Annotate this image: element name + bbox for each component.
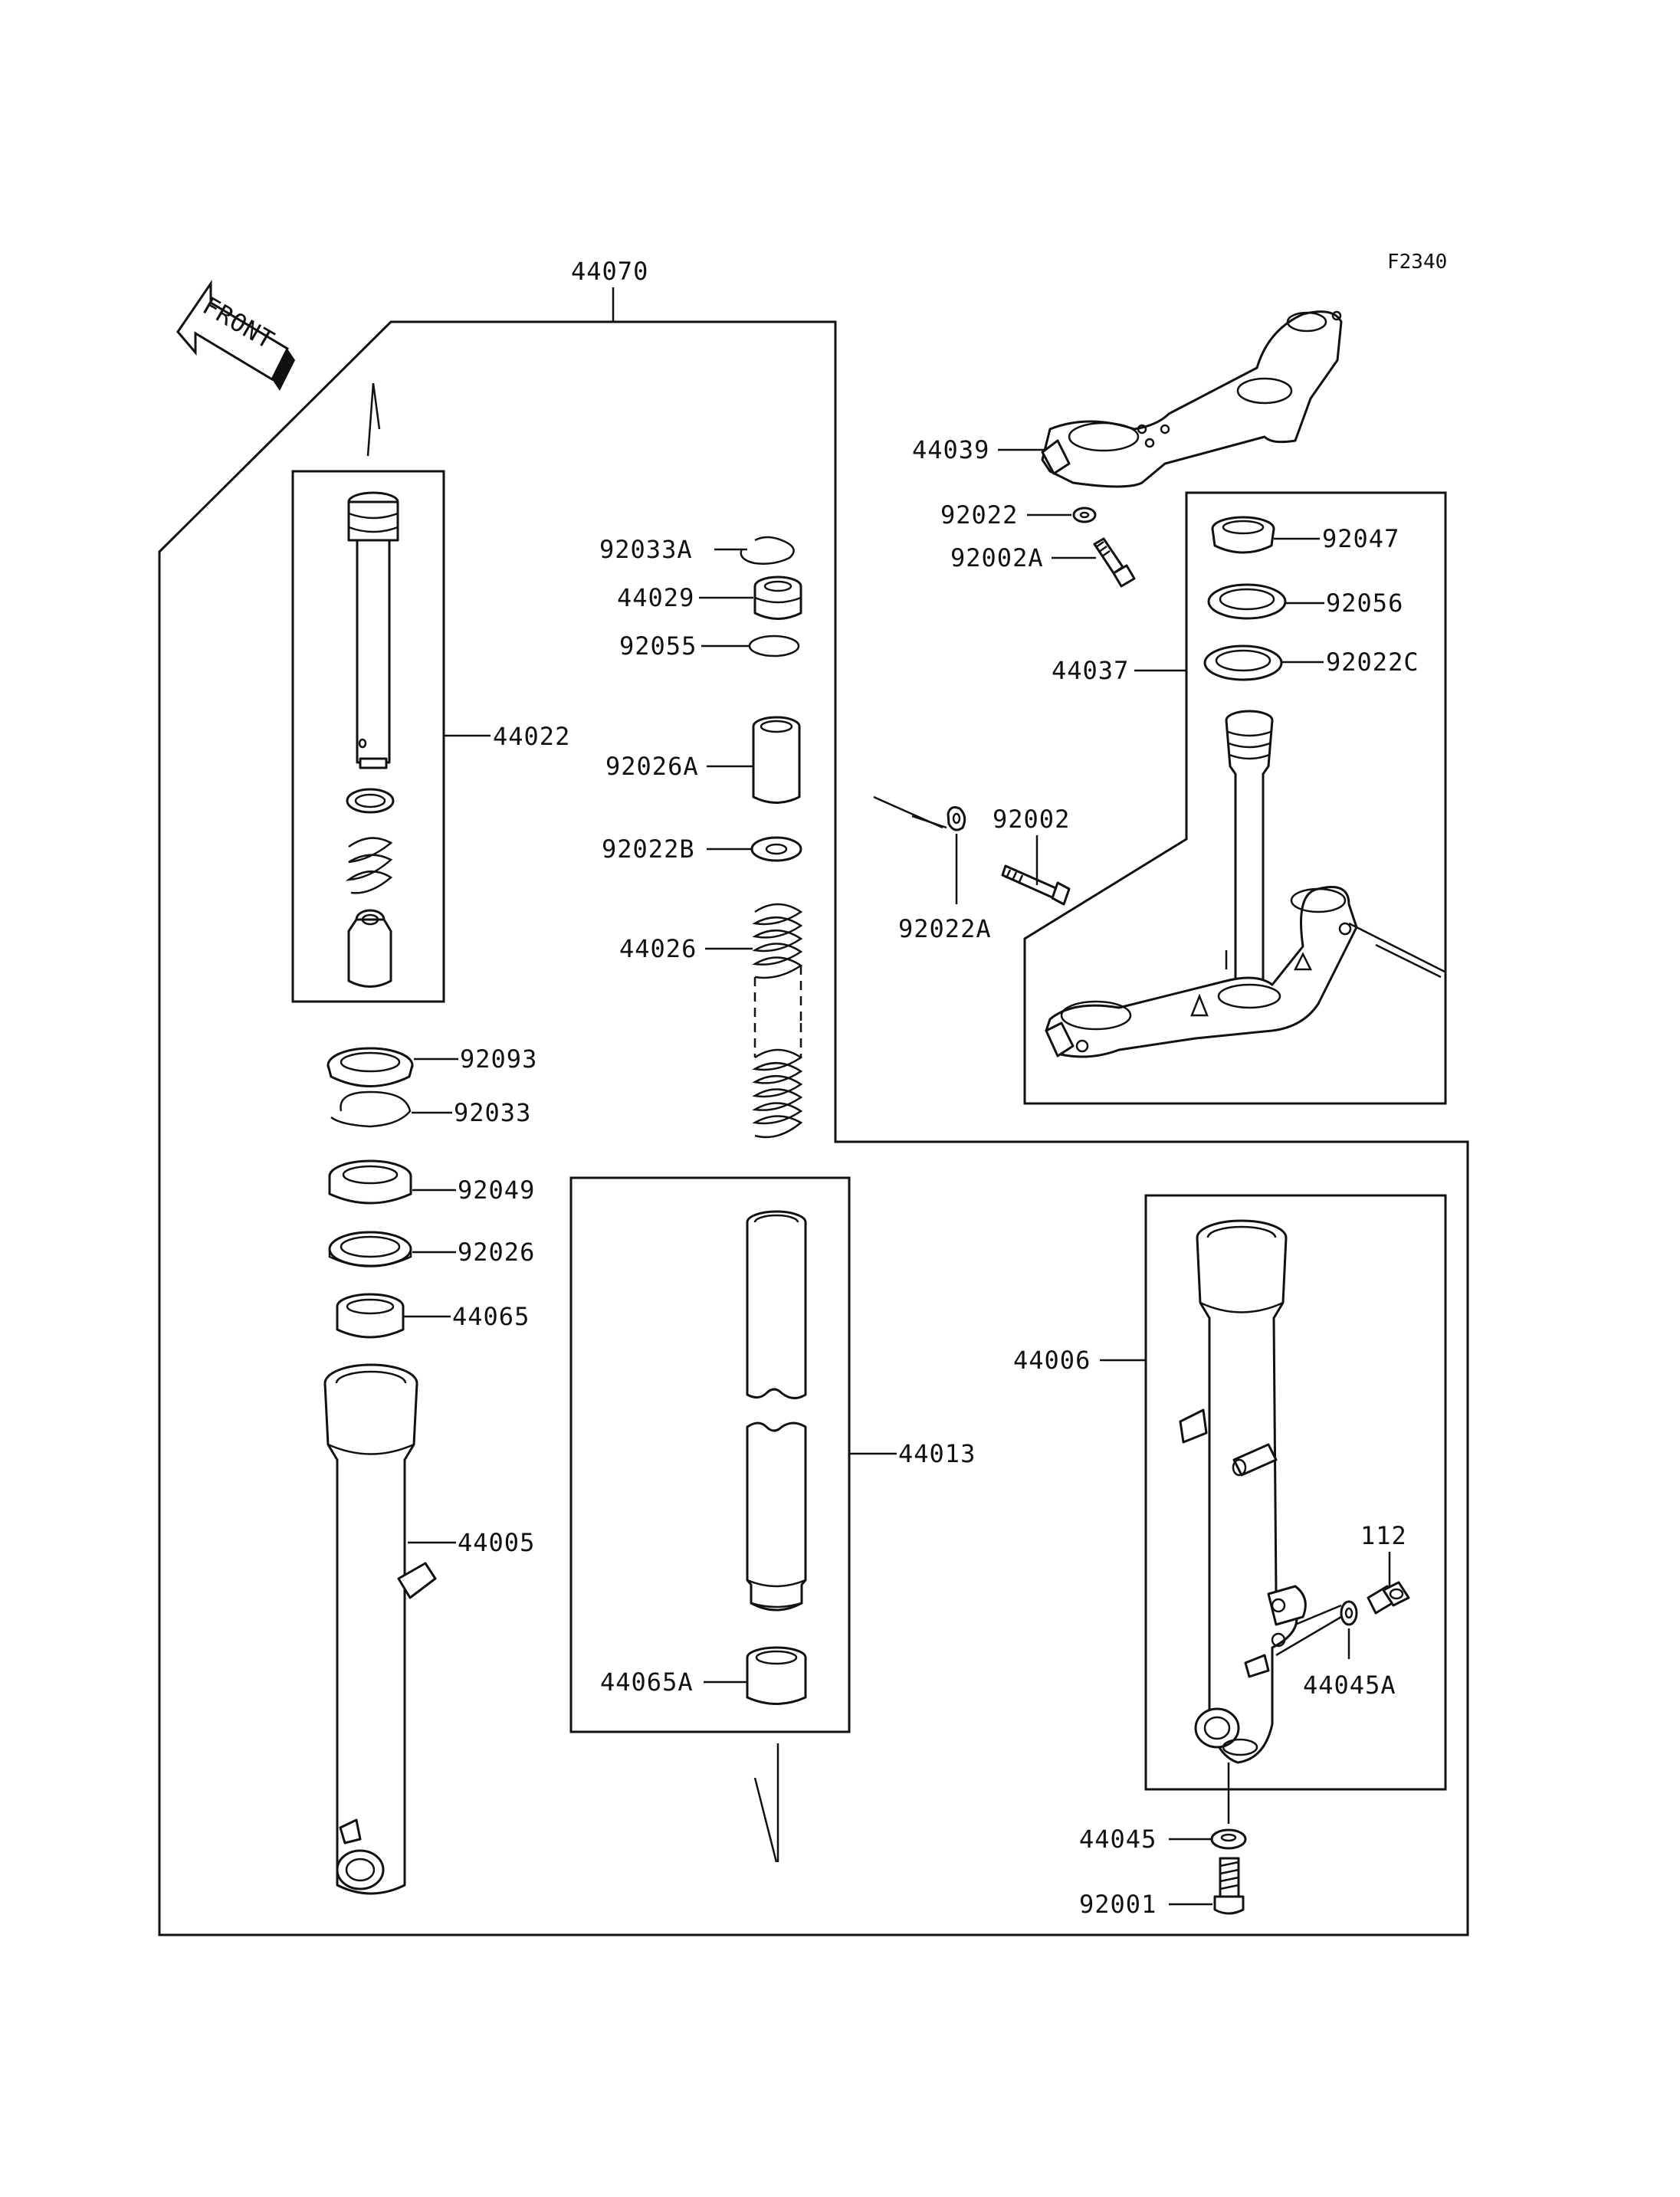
slide-bushing-44065A — [746, 1646, 807, 1705]
label-92022B: 92022B — [602, 835, 695, 864]
subassembly-box-44037 — [1023, 491, 1447, 1105]
label-92022C: 92022C — [1326, 648, 1419, 677]
bolt-92002 — [1001, 864, 1071, 906]
label-92093: 92093 — [460, 1044, 537, 1074]
label-44026: 44026 — [619, 934, 697, 963]
label-44006: 44006 — [1013, 1346, 1091, 1375]
seal-92056 — [1207, 583, 1287, 620]
guide-bushing-44065 — [336, 1293, 405, 1339]
circlip — [330, 1090, 412, 1128]
outer-tube-44006 — [1179, 1219, 1307, 1764]
stem-lower-bracket — [1045, 710, 1358, 1058]
label-92022: 92022 — [940, 500, 1018, 530]
bolt-92002A — [1093, 537, 1136, 588]
damper-rod — [347, 491, 399, 769]
washer-92022B — [750, 836, 802, 862]
label-92056: 92056 — [1326, 589, 1403, 618]
subassembly-box-44006 — [1144, 1194, 1447, 1791]
dust-seal — [326, 1047, 414, 1087]
label-92002: 92002 — [993, 805, 1070, 834]
bolt-112 — [1367, 1581, 1410, 1615]
label-44022: 44022 — [493, 722, 570, 751]
washer-44045 — [1210, 1828, 1247, 1850]
front-arrow-icon: FRONT — [176, 280, 295, 391]
label-92026: 92026 — [458, 1238, 535, 1267]
bolt-92001 — [1213, 1857, 1245, 1915]
label-92033: 92033 — [454, 1098, 531, 1127]
label-92001: 92001 — [1079, 1890, 1157, 1919]
label-44065A: 44065A — [600, 1667, 694, 1697]
washer-92022A — [947, 806, 966, 831]
washer-44045A — [1340, 1600, 1358, 1626]
inner-tube-44013 — [746, 1210, 807, 1612]
oil-lock-piece — [347, 909, 392, 988]
label-44065: 44065 — [452, 1302, 530, 1331]
label-44005: 44005 — [458, 1528, 535, 1557]
subassembly-box-44013 — [569, 1176, 851, 1733]
fork-spring-44026 — [752, 903, 803, 1139]
label-44039: 44039 — [912, 435, 989, 464]
label-92002A: 92002A — [950, 543, 1044, 572]
subassembly-box-44022 — [291, 470, 445, 1003]
o-ring-92055 — [748, 635, 800, 657]
label-44013: 44013 — [898, 1439, 976, 1468]
rod-ring — [346, 788, 395, 814]
outer-tube-44005 — [323, 1363, 437, 1895]
label-92047: 92047 — [1322, 524, 1399, 553]
oil-seal — [328, 1159, 412, 1205]
spring-collar-44029 — [753, 575, 802, 620]
label-44037: 44037 — [1052, 656, 1129, 685]
label-44070: 44070 — [571, 257, 648, 286]
label-112: 112 — [1360, 1521, 1407, 1550]
circlip-92033A — [740, 536, 795, 565]
label-92022A: 92022A — [898, 914, 992, 943]
fork-assembly-frame — [158, 320, 1469, 1936]
label-44045: 44045 — [1079, 1825, 1157, 1854]
washer-92022 — [1072, 507, 1097, 523]
upper-bracket-44039 — [1041, 310, 1343, 488]
label-92026A: 92026A — [605, 752, 699, 781]
label-92055: 92055 — [619, 631, 697, 661]
label-92033A: 92033A — [599, 535, 693, 564]
washer-92026 — [328, 1231, 412, 1267]
spacer-92026A — [752, 716, 801, 804]
diagram-code: F2340 — [1387, 251, 1447, 274]
washer-92022C — [1203, 644, 1283, 681]
label-92049: 92049 — [458, 1176, 535, 1205]
stem-cap-92047 — [1211, 516, 1275, 554]
label-44045A: 44045A — [1303, 1671, 1396, 1700]
rebound-spring — [345, 837, 393, 894]
label-44029: 44029 — [617, 583, 694, 612]
